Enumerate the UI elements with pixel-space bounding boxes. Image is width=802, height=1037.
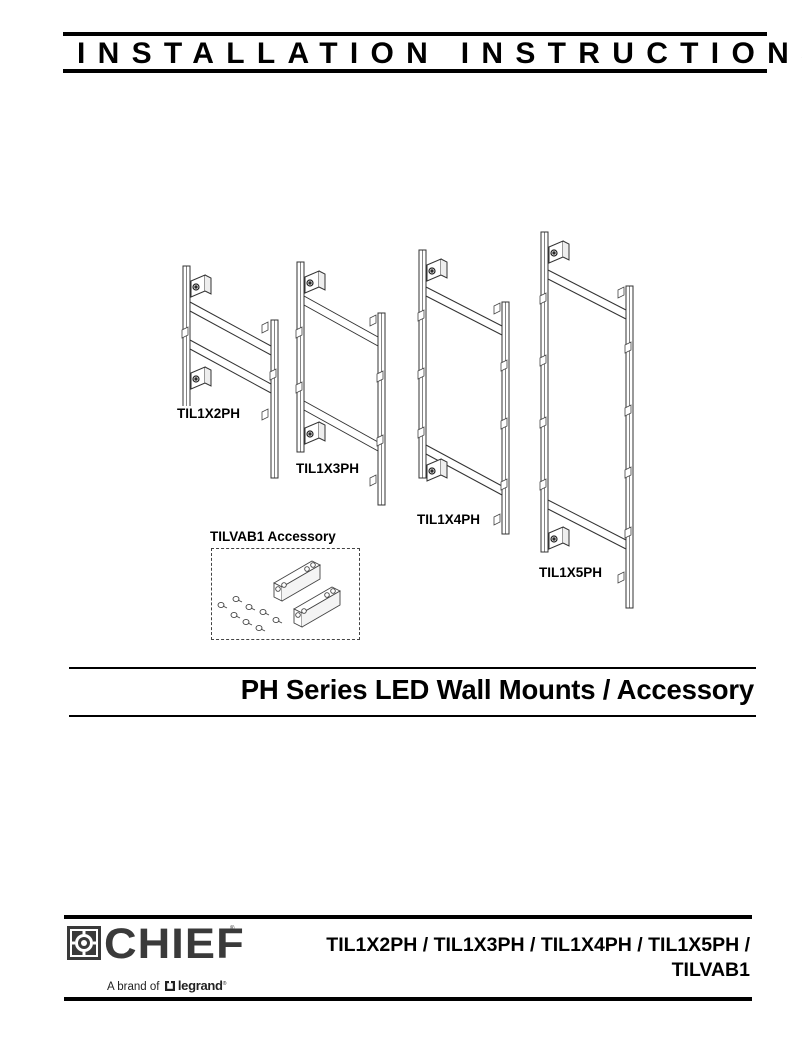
- chief-logo-icon: [67, 926, 101, 960]
- document-title: INSTALLATION INSTRUCTIONS: [77, 37, 802, 70]
- label-til1x2ph: TIL1X2PH: [176, 406, 242, 421]
- legrand-logo-icon: [164, 981, 175, 991]
- tagline-prefix: A brand of: [107, 981, 160, 993]
- header-bottom-rule: [63, 69, 767, 73]
- model-numbers-line1: TIL1X2PH / TIL1X3PH / TIL1X4PH / TIL1X5P…: [326, 934, 750, 956]
- footer-bottom-rule: [64, 997, 752, 1001]
- mounts-illustration: [181, 231, 634, 609]
- label-til1x3ph: TIL1X3PH: [295, 461, 361, 476]
- subtitle-top-rule: [69, 667, 756, 669]
- mount-til1x3ph: [295, 261, 386, 506]
- mount-til1x2ph: [181, 265, 279, 479]
- label-til1x5ph: TIL1X5PH: [538, 565, 604, 580]
- accessory-parts-icon: [217, 560, 341, 632]
- footer-top-rule: [64, 915, 752, 919]
- bracket-icon: [273, 560, 321, 602]
- legrand-brand-name: legrand: [177, 978, 223, 993]
- screw-icon: [217, 601, 228, 609]
- header-top-rule: [63, 32, 767, 36]
- subtitle-bottom-rule: [69, 715, 756, 717]
- model-numbers-line2: TILVAB1: [671, 959, 750, 981]
- chief-brand-name: CHIEF: [104, 920, 245, 968]
- brand-tagline: A brand of legrand®: [107, 978, 226, 993]
- model-numbers: TIL1X2PH / TIL1X3PH / TIL1X4PH / TIL1X5P…: [326, 933, 750, 983]
- document-subtitle: PH Series LED Wall Mounts / Accessory: [240, 674, 754, 705]
- chief-registered-mark: ®: [230, 926, 235, 932]
- label-tilvab1-accessory: TILVAB1 Accessory: [209, 529, 337, 544]
- accessory-box: [211, 548, 360, 640]
- label-til1x4ph: TIL1X4PH: [416, 512, 482, 527]
- mount-til1x5ph: [539, 231, 634, 609]
- mount-til1x4ph: [417, 249, 510, 535]
- legrand-registered-mark: ®: [222, 981, 227, 988]
